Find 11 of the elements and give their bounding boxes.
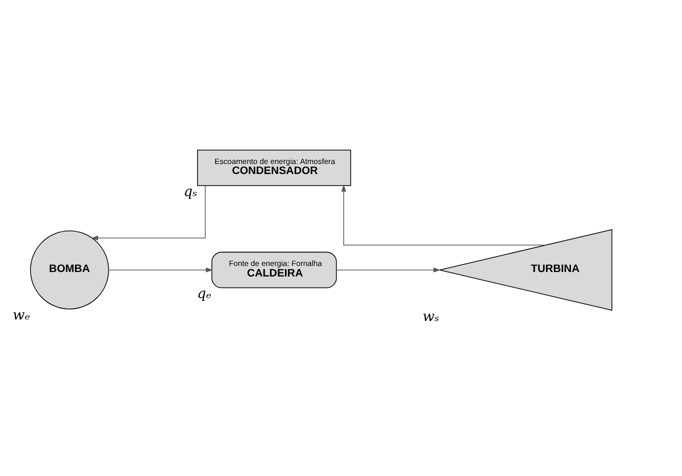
node-label: wₑ — [12, 307, 30, 324]
node-label: qₛ — [184, 184, 198, 200]
node-label: wₛ — [422, 308, 440, 325]
node-box: Escoamento de energia: Atmosfera CONDENSADOR — [197, 150, 352, 186]
arrow — [108, 268, 213, 272]
arrow — [336, 268, 441, 272]
node-label: qₑ — [197, 286, 212, 302]
arrow — [91, 186, 206, 240]
node-box: Fonte de energia: Fornalha CALDEIRA — [211, 252, 337, 288]
node-circle: BOMBA — [30, 230, 109, 310]
arrow — [341, 184, 546, 246]
